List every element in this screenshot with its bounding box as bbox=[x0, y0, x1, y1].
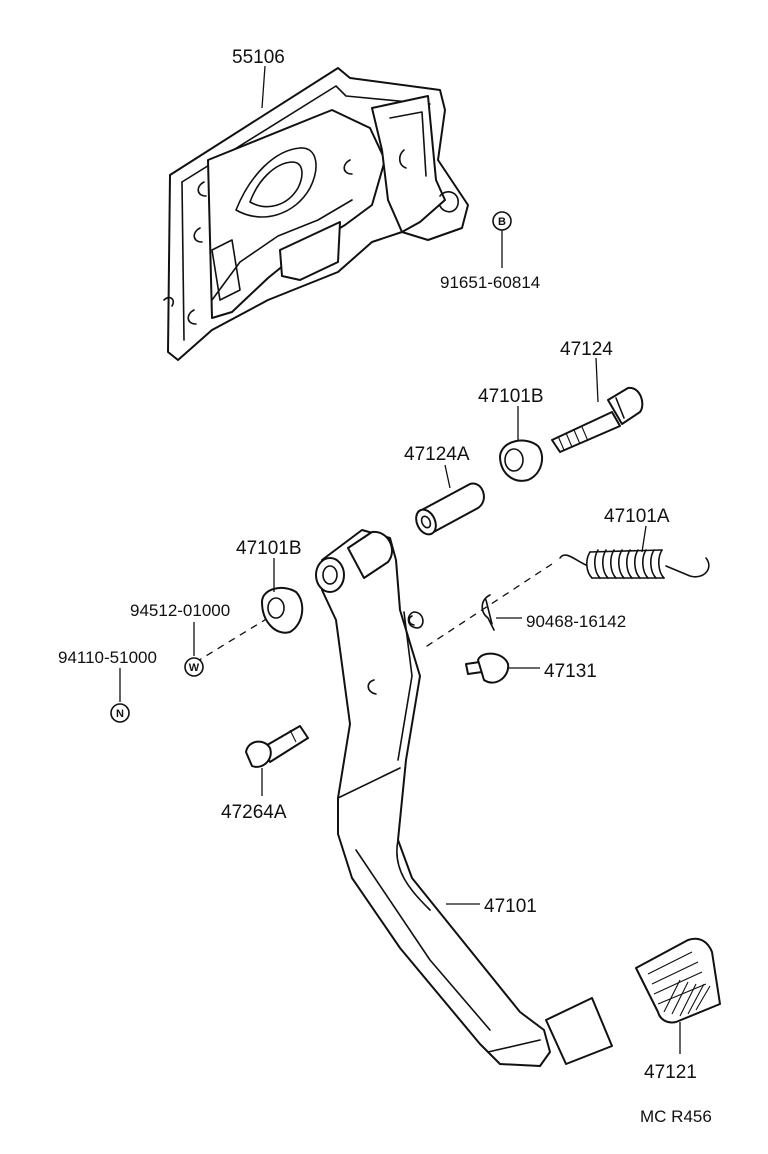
leader-47101a bbox=[641, 525, 647, 553]
diagram-code: MC R456 bbox=[640, 1107, 712, 1126]
clip-90468-16142 bbox=[481, 594, 495, 631]
label-47101b-upper: 47101B bbox=[478, 386, 544, 407]
label-94110-51000: 94110-51000 bbox=[58, 648, 157, 667]
marker-b: B bbox=[492, 211, 512, 231]
label-94512-01000: 94512-01000 bbox=[130, 601, 230, 620]
collar-47124a bbox=[415, 482, 485, 536]
label-47124a: 47124A bbox=[404, 444, 470, 465]
label-90468-16142: 90468-16142 bbox=[526, 612, 626, 631]
label-47264a: 47264A bbox=[221, 802, 287, 823]
bushing-47101b-left bbox=[261, 586, 304, 634]
label-55106: 55106 bbox=[232, 47, 285, 68]
label-91651-60814: 91651-60814 bbox=[440, 273, 540, 292]
label-47101a: 47101A bbox=[604, 506, 670, 527]
marker-n: N bbox=[110, 703, 130, 723]
assembly-line-bushing bbox=[195, 617, 269, 663]
pin-47264a bbox=[245, 725, 309, 768]
label-47121: 47121 bbox=[644, 1062, 697, 1083]
bushing-47101b-upper bbox=[499, 439, 544, 482]
marker-n-letter: N bbox=[116, 708, 124, 720]
stopper-47131 bbox=[465, 652, 510, 684]
marker-b-letter: B bbox=[498, 216, 506, 228]
leader-55106 bbox=[261, 65, 266, 109]
spring-47101a bbox=[559, 549, 710, 579]
pedal-pad-47121 bbox=[635, 937, 721, 1024]
label-47124: 47124 bbox=[560, 339, 613, 360]
pedal-arm-47101 bbox=[315, 529, 613, 1067]
label-47101b-left: 47101B bbox=[236, 538, 302, 559]
marker-w: W bbox=[184, 657, 204, 677]
pedal-bracket-55106 bbox=[163, 67, 469, 361]
leader-47124 bbox=[595, 357, 599, 403]
leader-47124a bbox=[444, 464, 451, 489]
label-47131: 47131 bbox=[544, 661, 597, 682]
bolt-47124 bbox=[551, 386, 644, 453]
label-47101: 47101 bbox=[484, 896, 537, 917]
marker-w-letter: W bbox=[189, 662, 200, 674]
